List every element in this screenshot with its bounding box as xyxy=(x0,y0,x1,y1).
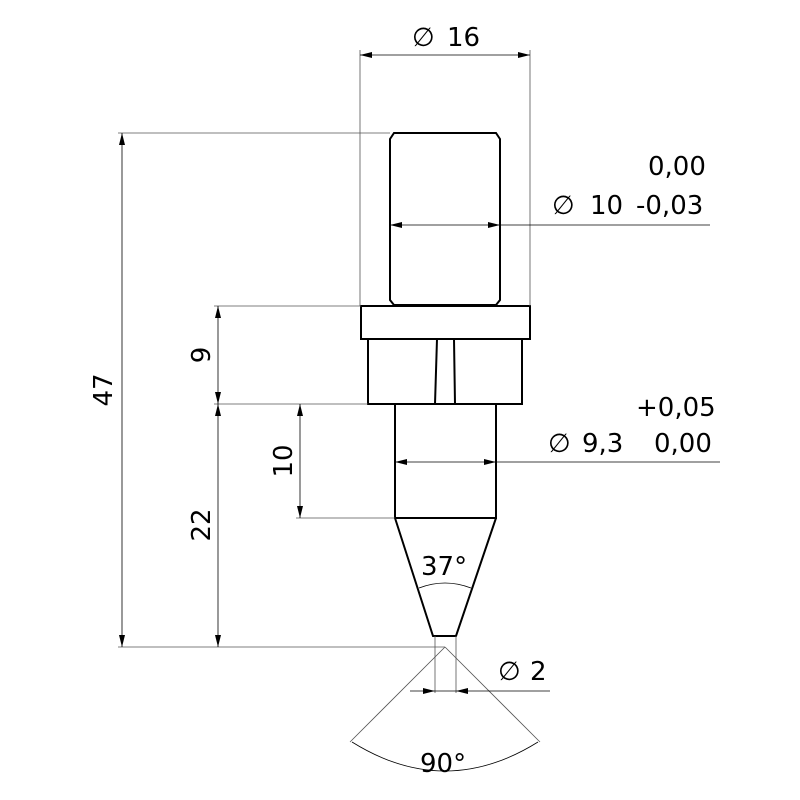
cone-angle-label: 37° xyxy=(421,552,467,582)
tip-diameter-symbol: ∅ xyxy=(498,657,521,687)
dimension-labels: ∅ 16 0,00 ∅ 10 -0,03 +0,05 ∅ 9,3 0,00 ∅ … xyxy=(89,23,716,779)
collar-diameter-symbol: ∅ xyxy=(412,23,435,53)
hex-body xyxy=(367,338,523,405)
cone-tip xyxy=(394,517,497,637)
hex-height-label: 9 xyxy=(187,347,217,364)
overall-length-label: 47 xyxy=(89,373,119,406)
pin-diameter-label: 10 xyxy=(590,191,623,221)
collar xyxy=(360,305,531,340)
dimension-lines xyxy=(119,52,720,772)
shaft-diameter-label: 9,3 xyxy=(582,429,623,459)
shaft-tol-upper: +0,05 xyxy=(636,393,716,423)
shaft xyxy=(394,404,497,519)
shaft-diameter-symbol: ∅ xyxy=(548,429,571,459)
extension-lines xyxy=(118,50,541,743)
shaft-tol-lower: 0,00 xyxy=(654,429,712,459)
pin-tol-upper: 0,00 xyxy=(648,152,706,182)
pin-diameter-symbol: ∅ xyxy=(552,191,575,221)
shaft-length-label: 10 xyxy=(269,444,299,477)
threaded-pin xyxy=(389,132,501,306)
part-outline xyxy=(360,132,531,637)
tip-angle-label: 90° xyxy=(420,749,466,779)
pin-tol-lower: -0,03 xyxy=(636,191,703,221)
tip-diameter-label: 2 xyxy=(530,657,547,687)
collar-diameter-label: 16 xyxy=(447,23,480,53)
tip-length-label: 22 xyxy=(187,508,217,541)
